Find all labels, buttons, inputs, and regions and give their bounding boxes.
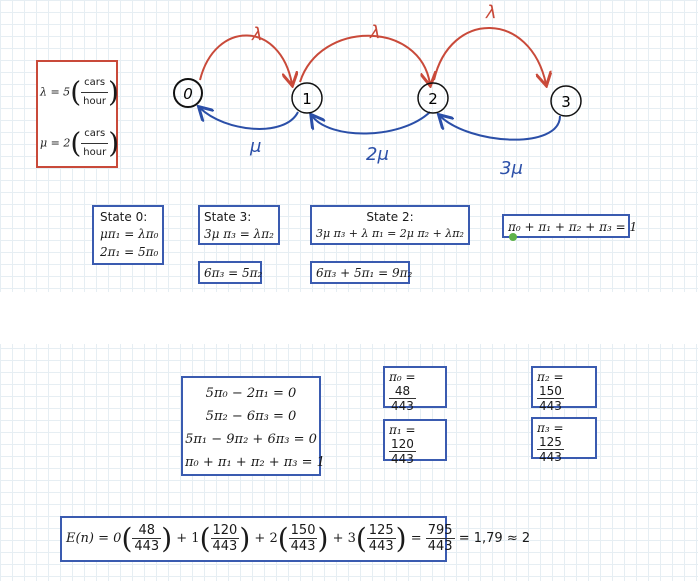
arrow-0-to-1 xyxy=(199,34,292,84)
arrow-1-to-0 xyxy=(200,108,299,130)
label-lambda-2: λ xyxy=(369,22,381,43)
state-node-2: 2 xyxy=(417,82,449,114)
state3-simplified-box: 6π₃ = 5π₂ xyxy=(198,261,262,284)
label-lambda-1: λ xyxy=(251,24,263,45)
separator-band xyxy=(0,292,698,344)
state2-balance-box: State 2: 3μ π₃ + λ π₁ = 2μ π₂ + λπ₂ xyxy=(310,205,470,245)
label-lambda-3: λ xyxy=(485,2,497,23)
state-node-0: 0 xyxy=(173,78,203,108)
state-node-3: 3 xyxy=(550,85,582,117)
state3-balance-box: State 3: 3μ π₃ = λπ₂ xyxy=(198,205,280,245)
arrow-1-to-2 xyxy=(299,34,430,84)
svg-text:1: 1 xyxy=(302,90,312,108)
state0-balance-box: State 0: μπ₁ = λπ₀ 2π₁ = 5π₀ xyxy=(92,205,164,265)
label-mu-1: μ xyxy=(249,136,261,157)
green-dot xyxy=(509,233,517,241)
state2-simplified-box: 6π₃ + 5π₁ = 9π₂ xyxy=(310,261,412,284)
arrow-3-to-2 xyxy=(440,116,561,141)
equation-system-box: 5π₀ − 2π₁ = 0 5π₂ − 6π₃ = 0 5π₁ − 9π₂ + … xyxy=(181,376,325,476)
svg-text:3: 3 xyxy=(561,93,571,111)
label-mu-2: 2μ xyxy=(366,144,389,165)
state-node-1: 1 xyxy=(291,82,323,114)
label-mu-3: 3μ xyxy=(500,158,523,179)
arrow-2-to-3 xyxy=(433,27,546,84)
normalization-box: π₀ + π₁ + π₂ + π₃ = 1 xyxy=(502,214,637,238)
state-diagram: 0 1 2 3 λ λ λ μ 2μ 3μ xyxy=(173,2,582,179)
arrow-2-to-1 xyxy=(312,111,431,135)
svg-text:0: 0 xyxy=(183,85,193,103)
svg-text:2: 2 xyxy=(428,90,438,108)
